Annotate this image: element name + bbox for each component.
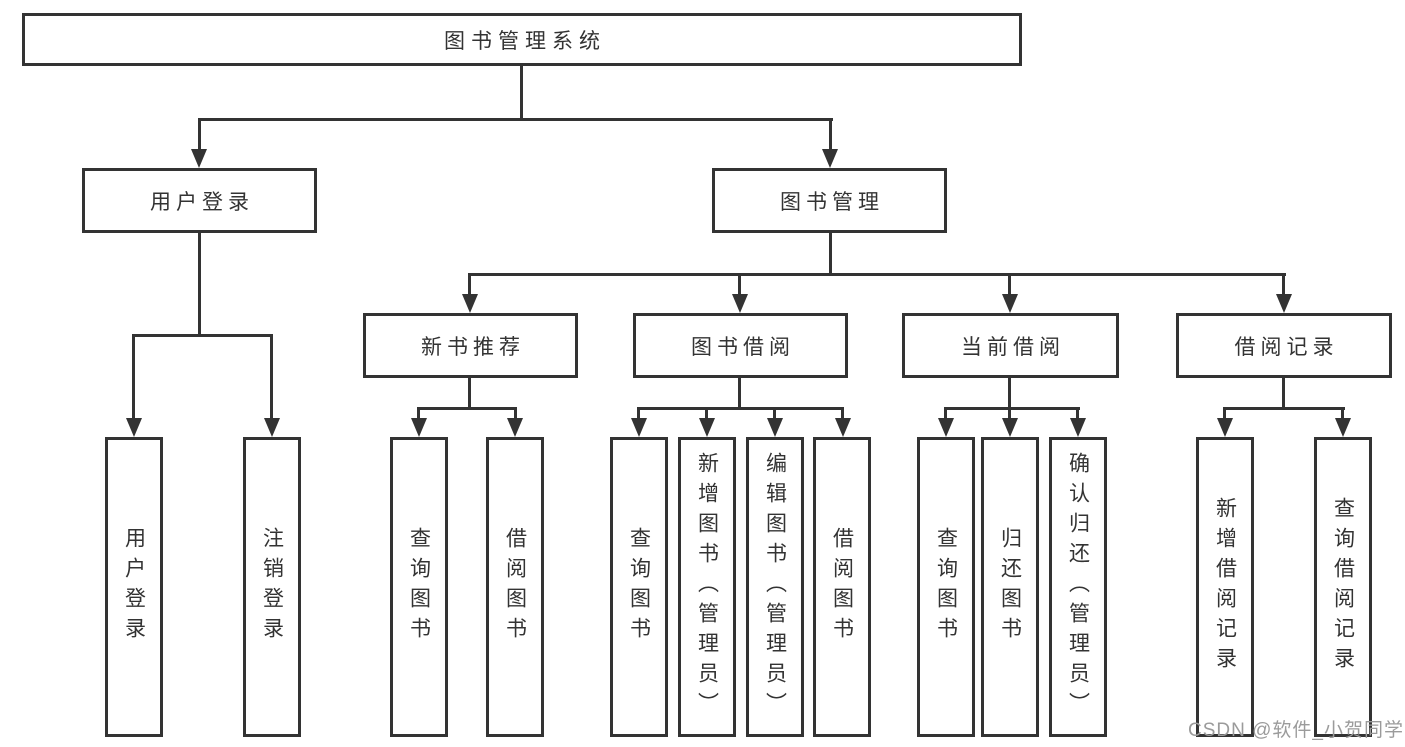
leaf-add-borrow-record: 新增借阅记录 — [1196, 437, 1254, 737]
leaf-borrow-books-recommend: 借阅图书 — [486, 437, 544, 737]
connector-line — [198, 118, 833, 121]
connector-line — [841, 407, 844, 420]
arrow-down-icon — [462, 294, 478, 313]
connector-line — [705, 407, 708, 420]
node-current-borrowing: 当前借阅 — [902, 313, 1119, 378]
connector-line — [514, 407, 517, 420]
connector-line — [1008, 407, 1011, 420]
node-new-book-recommendation: 新书推荐 — [363, 313, 578, 378]
leaf-borrow-books-borrowing: 借阅图书 — [813, 437, 871, 737]
watermark: CSDN @软件_小贺同学 — [1188, 720, 1404, 741]
arrow-down-icon — [1002, 294, 1018, 313]
arrow-down-icon — [1335, 418, 1351, 437]
leaf-return-book: 归还图书 — [981, 437, 1039, 737]
arrow-down-icon — [732, 294, 748, 313]
arrow-down-icon — [699, 418, 715, 437]
connector-line — [829, 233, 832, 273]
connector-line — [417, 407, 517, 410]
leaf-user-login: 用户登录 — [105, 437, 163, 737]
arrow-down-icon — [1002, 418, 1018, 437]
leaf-confirm-return-admin: 确认归还（管理员） — [1049, 437, 1107, 737]
connector-line — [468, 273, 1286, 276]
node-book-management: 图书管理 — [712, 168, 947, 233]
leaf-logout: 注销登录 — [243, 437, 301, 737]
connector-line — [1223, 407, 1226, 420]
node-book-borrowing: 图书借阅 — [633, 313, 848, 378]
arrow-down-icon — [264, 418, 280, 437]
connector-line — [468, 377, 471, 407]
connector-line — [198, 118, 201, 150]
leaf-query-books-current: 查询图书 — [917, 437, 975, 737]
arrow-down-icon — [411, 418, 427, 437]
connector-line — [637, 407, 640, 420]
connector-line — [1008, 377, 1011, 407]
connector-line — [1223, 407, 1345, 410]
connector-line — [270, 334, 273, 420]
connector-line — [198, 233, 201, 334]
connector-line — [1282, 273, 1285, 295]
node-borrowing-records: 借阅记录 — [1176, 313, 1392, 378]
connector-line — [1076, 407, 1079, 420]
arrow-down-icon — [1276, 294, 1292, 313]
arrow-down-icon — [767, 418, 783, 437]
arrow-down-icon — [507, 418, 523, 437]
connector-line — [944, 407, 1080, 410]
arrow-down-icon — [191, 149, 207, 168]
connector-line — [520, 66, 523, 118]
arrow-down-icon — [822, 149, 838, 168]
connector-line — [132, 334, 273, 337]
connector-line — [1282, 377, 1285, 407]
connector-line — [417, 407, 420, 420]
connector-line — [1008, 273, 1011, 295]
connector-line — [132, 334, 135, 420]
node-user-login: 用户登录 — [82, 168, 317, 233]
leaf-query-borrow-record: 查询借阅记录 — [1314, 437, 1372, 737]
leaf-query-books-borrowing: 查询图书 — [610, 437, 668, 737]
arrow-down-icon — [126, 418, 142, 437]
leaf-query-books-recommend: 查询图书 — [390, 437, 448, 737]
connector-line — [468, 273, 471, 295]
arrow-down-icon — [938, 418, 954, 437]
arrow-down-icon — [1070, 418, 1086, 437]
arrow-down-icon — [1217, 418, 1233, 437]
arrow-down-icon — [835, 418, 851, 437]
arrow-down-icon — [631, 418, 647, 437]
node-library-system: 图书管理系统 — [22, 13, 1022, 66]
leaf-edit-book-admin: 编辑图书（管理员） — [746, 437, 804, 737]
connector-line — [944, 407, 947, 420]
connector-line — [637, 407, 844, 410]
connector-line — [1341, 407, 1344, 420]
connector-line — [773, 407, 776, 420]
connector-line — [829, 118, 832, 150]
connector-line — [738, 273, 741, 295]
connector-line — [738, 377, 741, 407]
leaf-add-book-admin: 新增图书（管理员） — [678, 437, 736, 737]
